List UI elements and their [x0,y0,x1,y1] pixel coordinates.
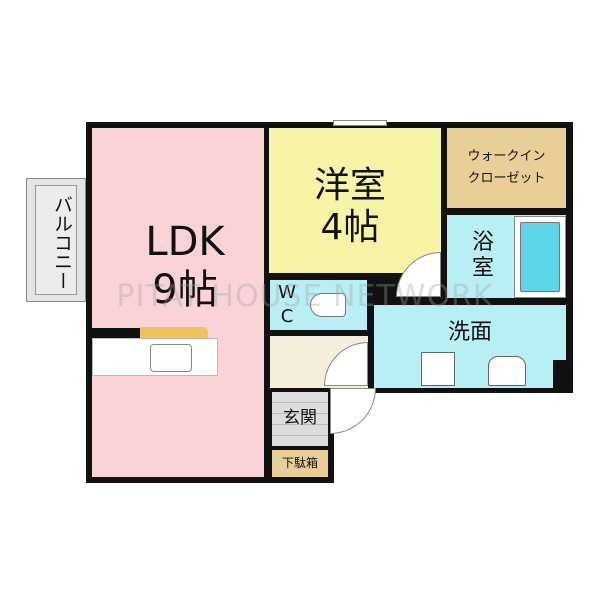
wc-label-1: W [278,282,296,303]
entrance [272,392,328,446]
room-western [269,128,441,273]
toilet-icon [310,293,346,317]
bathtub-water [520,222,560,292]
sink-icon [150,344,192,372]
closet-label-1: ウォークイン [467,149,546,164]
kitchen-counter-top [140,327,208,338]
window [333,120,387,126]
closet-label-2: クローゼット [467,171,546,186]
room-walkin-closet [447,128,566,208]
western-size: 4帖 [320,207,380,248]
ldk-size: 9帖 [152,267,218,313]
ldk-label: LDK [145,219,225,265]
wc-label-2: C [280,306,294,327]
entrance-label: 玄関 [283,408,317,428]
wall-block [553,360,573,390]
washroom-label: 洗面 [447,320,492,345]
bath-label-1: 浴 [471,230,494,255]
watermark: PITAT HOUSE NETWORK [116,279,494,314]
bath-label-2: 室 [471,256,494,281]
shoe-box [272,450,328,477]
room-ldk [92,128,264,477]
washbasin-icon [488,356,526,386]
shoe-box-label: 下駄箱 [281,456,318,470]
balcony-label: バルコニー [51,195,73,290]
kitchen-wall [92,328,142,338]
room-washroom [374,305,566,388]
washing-machine-icon [421,352,455,386]
western-label: 洋室 [313,165,386,206]
balcony: バルコニー [26,178,86,302]
entrance-door-swing [330,388,376,434]
